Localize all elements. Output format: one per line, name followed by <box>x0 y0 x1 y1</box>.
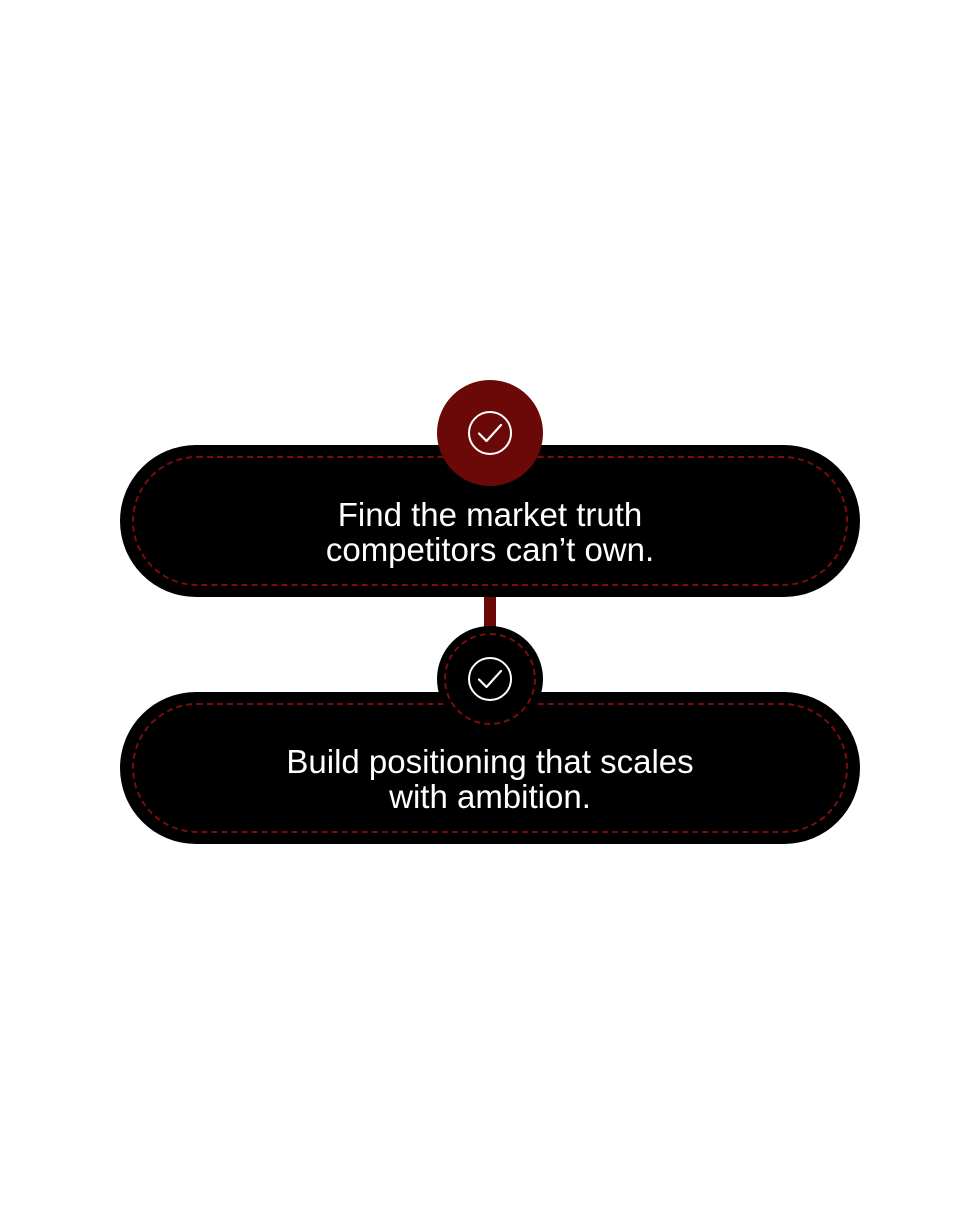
step-1-card: Find the market truth competitors can’t … <box>120 445 860 597</box>
step-1-badge <box>437 380 543 486</box>
check-circle-icon <box>468 411 512 455</box>
step-2-text: Build positioning that scales with ambit… <box>286 743 694 815</box>
check-circle-icon <box>468 657 512 701</box>
step-2-badge <box>437 626 543 732</box>
step-1-text: Find the market truth competitors can’t … <box>325 496 655 568</box>
step-2-badge-dashed-ring <box>444 633 536 725</box>
